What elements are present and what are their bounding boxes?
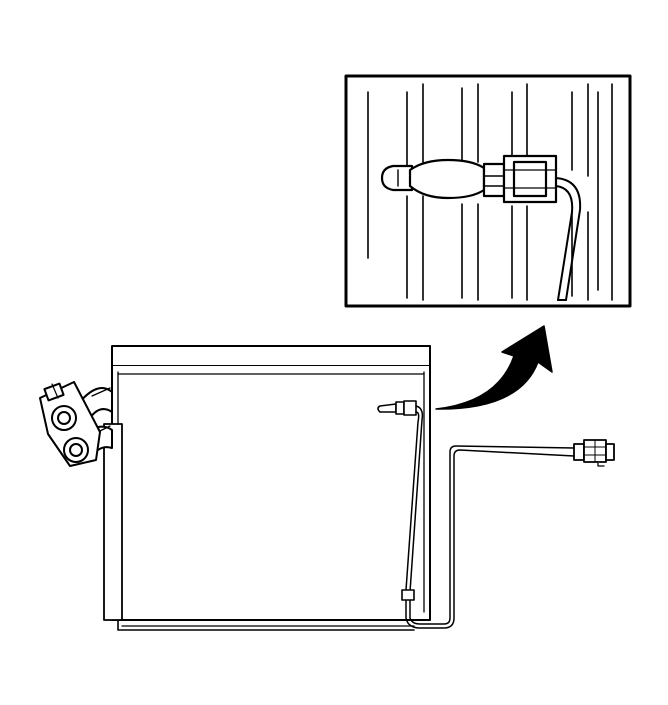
detail-callout-arrow-icon bbox=[435, 325, 553, 410]
sensor-connector-icon bbox=[482, 154, 558, 204]
inlet-outlet-tube-fitting-icon bbox=[39, 381, 113, 467]
evaporator-core bbox=[103, 345, 431, 631]
temperature-sensor-probe-icon bbox=[380, 158, 486, 200]
evaporator-left-tank bbox=[103, 423, 123, 621]
detail-inset bbox=[344, 74, 632, 308]
harness-connector-icon bbox=[573, 439, 615, 467]
evaporator-top-header bbox=[111, 345, 431, 367]
evaporator-fin-lines bbox=[367, 83, 613, 301]
harness-clip-icon bbox=[401, 589, 415, 601]
temperature-sensor-icon bbox=[377, 400, 417, 416]
sensor-wire-harness bbox=[401, 405, 575, 629]
evaporator-body bbox=[111, 365, 431, 621]
sensor-wire-inset bbox=[555, 177, 582, 301]
